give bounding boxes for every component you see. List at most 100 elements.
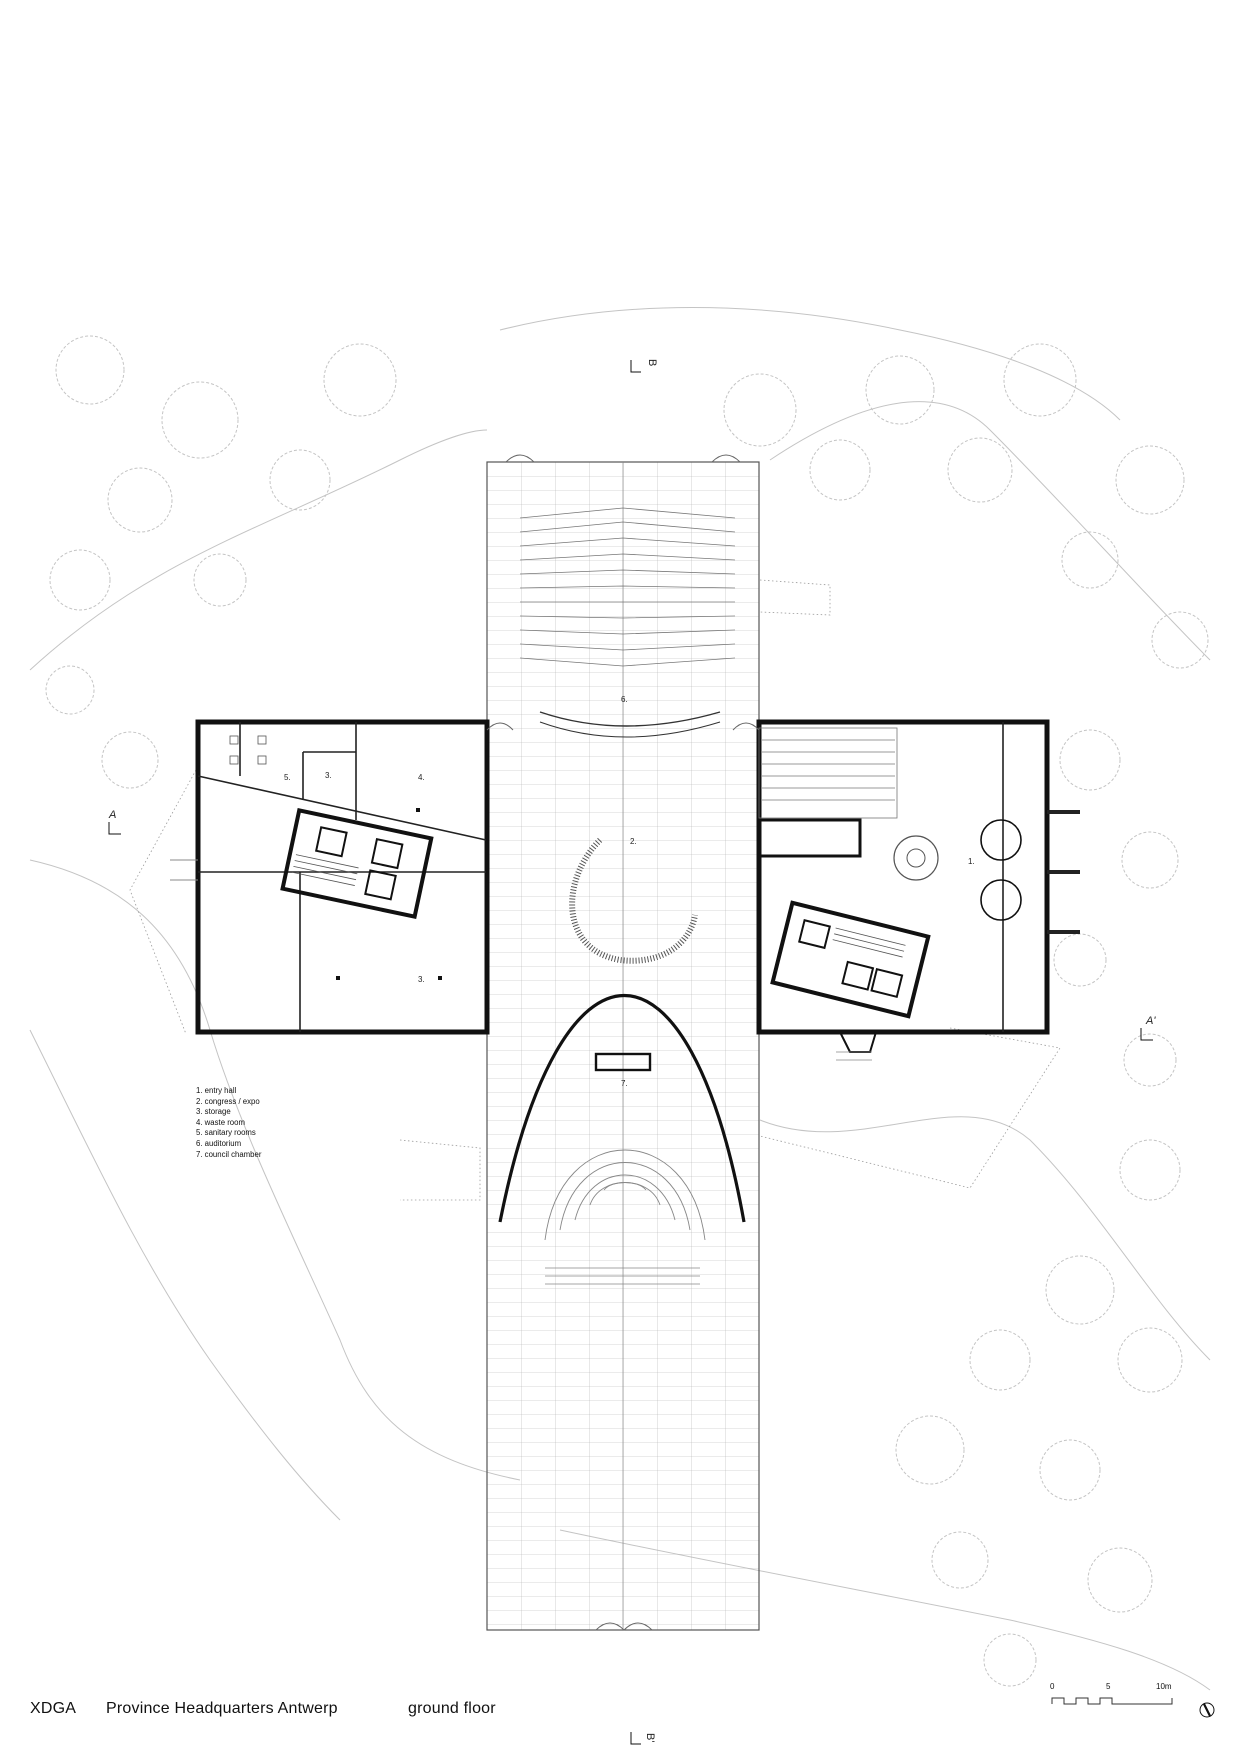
tree — [809, 439, 871, 501]
tree — [931, 1531, 989, 1589]
central-hall — [486, 461, 760, 1631]
tree — [55, 335, 125, 405]
tree — [1045, 1255, 1115, 1325]
tree — [107, 467, 173, 533]
west-core — [280, 807, 434, 920]
east-wing — [756, 719, 1080, 1061]
seat-row — [519, 615, 736, 619]
section-marker-a-right-line — [1140, 1028, 1153, 1041]
auditorium-seating — [519, 507, 736, 738]
section-marker-b-bottom-line — [630, 1732, 641, 1745]
legend-item: 5. sanitary rooms — [196, 1128, 256, 1138]
revolving-door — [980, 819, 1022, 861]
sheet-title: ground floor — [408, 1700, 496, 1717]
column — [438, 976, 442, 980]
elevator — [370, 837, 404, 870]
project-title: Province Headquarters Antwerp — [106, 1700, 338, 1717]
tree — [1121, 831, 1179, 889]
north-arrow-icon — [1199, 1702, 1215, 1718]
site-path-west — [29, 429, 488, 671]
seat-row — [519, 569, 736, 575]
tree — [1119, 1139, 1181, 1201]
trees — [45, 335, 1209, 1687]
room-number-sanitary: 5. — [284, 773, 291, 782]
legend-item: 6. auditorium — [196, 1138, 242, 1148]
legend-item: 1. entry hall — [196, 1086, 237, 1095]
section-marker-a-left-line — [108, 822, 121, 835]
scale-label: 5 — [1106, 1682, 1111, 1691]
room-number-auditorium: 6. — [621, 695, 628, 704]
room-legend: 1. entry hall 2. congress / expo 3. stor… — [196, 1086, 261, 1160]
reception-desk — [893, 835, 939, 881]
west-wing-partitions — [197, 722, 487, 1032]
legend-item: 3. storage — [196, 1107, 231, 1117]
tree — [1039, 1439, 1101, 1501]
scale-label: 10m — [1156, 1682, 1172, 1691]
room-number-storage: 3. — [418, 975, 425, 984]
tree — [723, 373, 797, 447]
sanitary-fixtures — [229, 735, 267, 765]
seat-row — [519, 629, 736, 635]
column — [416, 808, 420, 812]
canopy-outline-sw — [399, 1139, 481, 1201]
east-exit-stair — [836, 1051, 872, 1061]
reception-desk-inner — [906, 848, 926, 868]
east-wing-partitions — [1002, 722, 1080, 1032]
seat-row — [519, 643, 736, 651]
canopy-outline-ne — [759, 579, 831, 616]
room-number-storage: 3. — [325, 771, 332, 780]
seat-row — [519, 553, 736, 561]
room-number-entry-hall: 1. — [968, 857, 975, 866]
tree — [1117, 1327, 1183, 1393]
room-number-waste-room: 4. — [418, 773, 425, 782]
tree — [1061, 531, 1119, 589]
east-wing-outer-wall — [756, 719, 1050, 1035]
tree — [947, 437, 1013, 503]
tree — [969, 1329, 1031, 1391]
tree — [101, 731, 159, 789]
seat-row — [519, 537, 736, 547]
tree — [161, 381, 239, 459]
section-marker-b-top: B — [646, 359, 658, 366]
tree — [45, 665, 95, 715]
elevator — [841, 960, 875, 991]
tree — [983, 1633, 1037, 1687]
west-wing-outer-wall — [195, 719, 490, 1035]
elevator — [870, 967, 904, 999]
revolving-door — [980, 879, 1022, 921]
stage-edge — [539, 711, 721, 727]
grand-stair — [758, 727, 898, 819]
tree — [1115, 445, 1185, 515]
section-marker-b-top-line — [630, 360, 641, 373]
east-south-exit — [839, 1031, 877, 1053]
site-path-southeast — [759, 1116, 1211, 1361]
canopy-outline-west — [129, 769, 197, 1035]
section-marker-a-left: A — [108, 809, 116, 821]
scale-label: 0 — [1050, 1682, 1055, 1691]
council-benches — [544, 1149, 706, 1241]
seat-row — [519, 657, 736, 667]
scale-bar: 0 5 10m — [1050, 1682, 1190, 1712]
council-chamber-dais — [594, 1052, 652, 1072]
seat-row — [519, 585, 736, 589]
tree — [193, 553, 247, 607]
tree — [1123, 1033, 1177, 1087]
legend-item: 7. council chamber — [196, 1149, 262, 1159]
site-path-far-west — [29, 1029, 341, 1521]
section-marker-b-bottom: B' — [644, 1733, 656, 1742]
tree — [1003, 343, 1077, 417]
scale-bar-graphic — [1051, 1697, 1173, 1705]
tree — [49, 549, 111, 611]
site-boundary-north — [499, 307, 1121, 421]
tree — [1151, 611, 1209, 669]
west-core-wall — [280, 807, 434, 920]
east-core — [770, 900, 931, 1019]
council-chamber-arch — [498, 993, 746, 1223]
site-path-west-lower — [29, 859, 521, 1481]
tree — [865, 355, 935, 425]
tree — [1053, 933, 1107, 987]
west-entrance — [170, 859, 198, 881]
tree — [895, 1415, 965, 1485]
council-entrance-steps — [545, 1267, 700, 1285]
seat-row — [519, 507, 736, 519]
